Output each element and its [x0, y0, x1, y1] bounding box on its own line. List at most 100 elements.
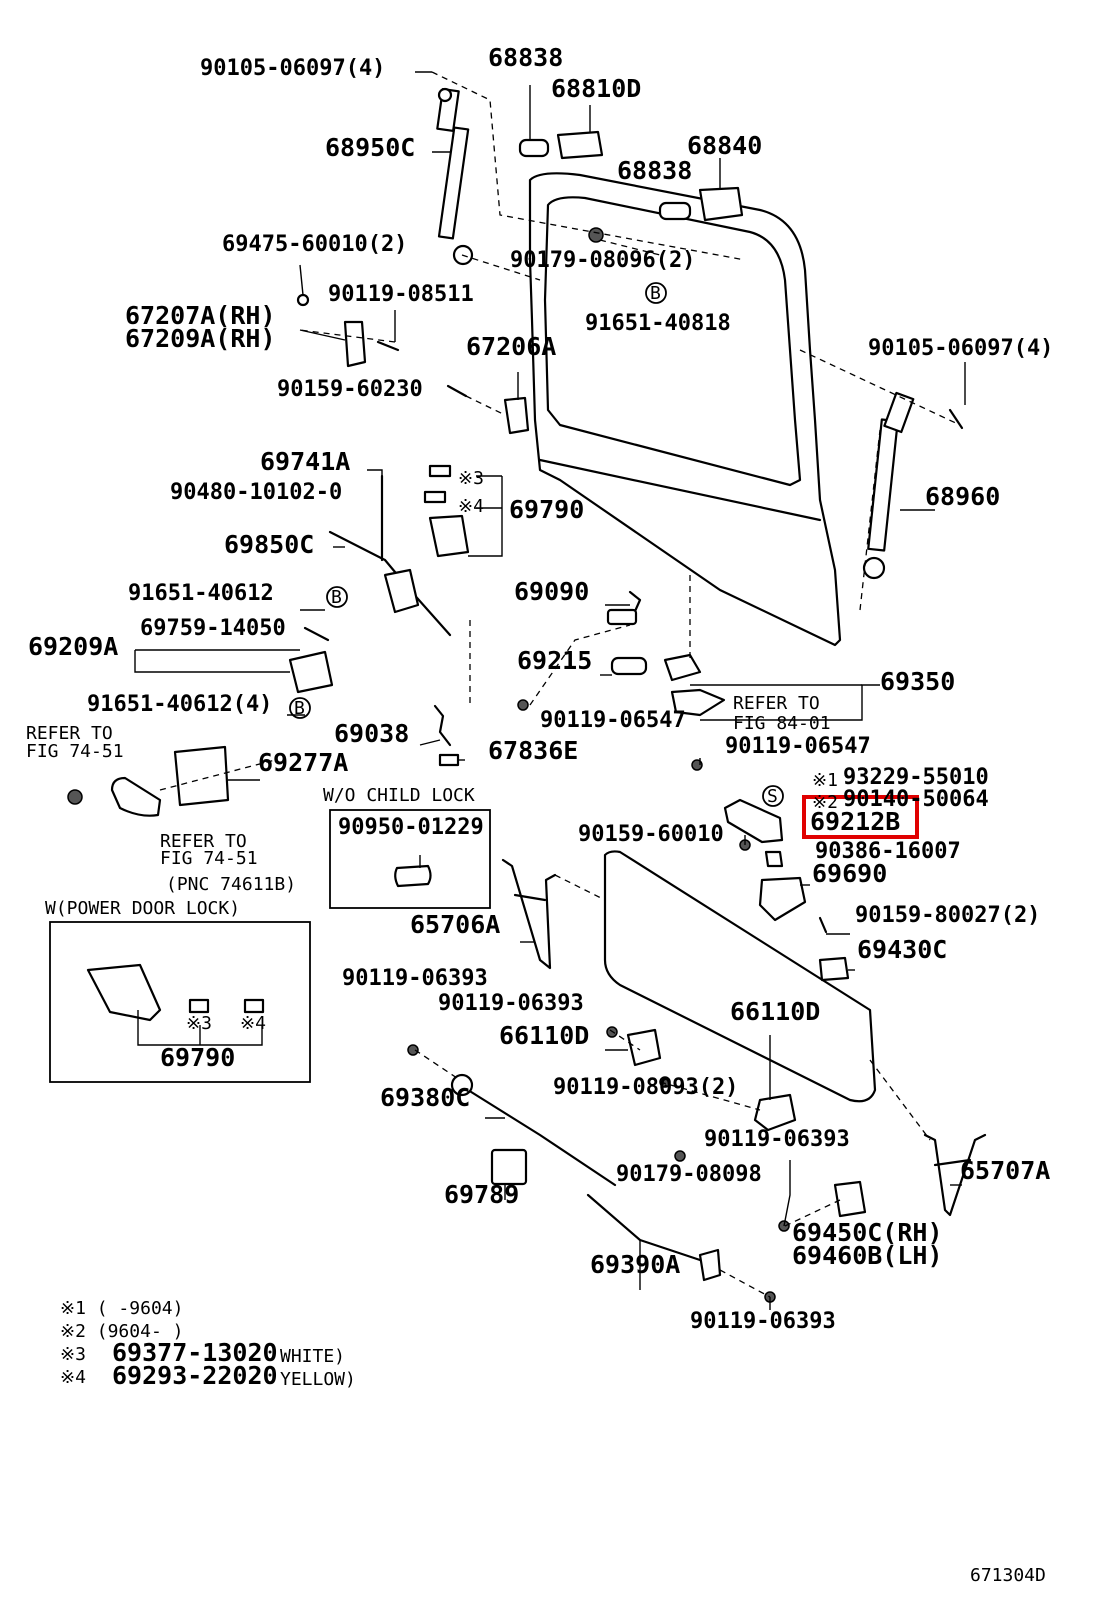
label-90119-06393-b: 90119-06393	[438, 991, 584, 1016]
cover-69215-b	[610, 656, 648, 676]
label-refer-84-line1: REFER TO	[733, 693, 820, 714]
b-marker-3-letter: B	[294, 698, 305, 719]
gas-stay-left	[436, 87, 474, 266]
b-marker-1	[645, 282, 667, 304]
screw-90159-80027	[818, 916, 828, 934]
hinge-68840	[698, 186, 744, 222]
label-69380c: 69380C	[380, 1083, 470, 1112]
s-marker-letter: S	[767, 786, 778, 807]
label-66110d-left: 66110D	[499, 1021, 589, 1050]
rod-69380c	[458, 1083, 617, 1187]
label-refer-74-line1: REFER TO	[26, 723, 113, 744]
b-marker-2-letter: B	[331, 587, 342, 608]
label-93229: 93229-55010	[843, 765, 989, 790]
hinge-69450c	[833, 1180, 867, 1218]
label-mark4-top: ※4	[458, 496, 484, 517]
bolt-90119-06393-c	[674, 1150, 686, 1162]
label-mark3-box: ※3	[186, 1013, 212, 1034]
footnote-2: ※2 (9604- )	[60, 1321, 183, 1342]
cam-mark3	[428, 464, 452, 478]
label-90119-06393-c: 90119-06393	[704, 1127, 850, 1152]
clip-67836e	[438, 753, 460, 767]
label-90119-06393-d: 90119-06393	[690, 1309, 836, 1334]
label-69741a: 69741A	[260, 447, 350, 476]
label-mark4-box: ※4	[240, 1013, 266, 1034]
label-69759: 69759-14050	[140, 616, 286, 641]
label-69038: 69038	[334, 719, 409, 748]
label-mark2: ※2	[812, 792, 838, 813]
dashed-alignment-lines	[159, 71, 961, 1298]
label-refer-74b-line1: REFER TO	[160, 831, 247, 852]
label-refer-84-line2: FIG 84-01	[733, 713, 831, 734]
label-90105-06097-right: 90105-06097(4)	[868, 336, 1053, 361]
label-w-power-door-lock: W(POWER DOOR LOCK)	[45, 898, 240, 919]
label-90159-60230: 90159-60230	[277, 377, 423, 402]
cover-69215-a	[606, 608, 638, 626]
back-door-lower-edge	[538, 458, 822, 522]
relay-69789	[490, 1148, 528, 1186]
b-marker-1-letter: B	[650, 283, 661, 304]
handle-bezel-69277a	[173, 745, 230, 807]
label-90480: 90480-10102-0	[170, 480, 342, 505]
door-check-65707a-arm	[933, 1158, 972, 1167]
label-90386: 90386-16007	[815, 839, 961, 864]
gas-stay-right	[862, 391, 915, 580]
label-69460b: 69460B(LH)	[792, 1241, 943, 1270]
bracket-67207a	[343, 320, 367, 368]
label-90159-80027: 90159-80027(2)	[855, 903, 1040, 928]
label-90119-08093: 90119-08093(2)	[553, 1075, 738, 1100]
cap-90950	[394, 864, 432, 888]
label-90119-06393-a: 90119-06393	[342, 966, 488, 991]
label-refer-74-line2: FIG 74-51	[26, 741, 124, 762]
rod-69380c-end	[450, 1073, 474, 1097]
label-65707a: 65707A	[960, 1156, 1050, 1185]
lock-69690	[758, 876, 807, 922]
bumper-67206a	[503, 396, 530, 435]
bolt-90179-08096	[588, 227, 604, 243]
latch-plate	[383, 568, 420, 614]
labels: 90105-06097(4) 68838 68810D 68950C 68840…	[26, 43, 1053, 1586]
footnote-4-mark: ※4	[60, 1367, 86, 1388]
cable-69759	[303, 626, 330, 642]
rod-69390a-end	[698, 1248, 722, 1282]
label-69277a: 69277A	[258, 748, 348, 777]
label-69090: 69090	[514, 577, 589, 606]
bolt-90119-06393-a	[407, 1044, 419, 1056]
cam-mark4-box	[243, 998, 265, 1014]
inside-handle	[110, 776, 162, 817]
hinge-plate-68838-mid	[658, 201, 692, 221]
bolt-90105-06097-right	[948, 408, 964, 430]
figure-number: 671304D	[970, 1565, 1046, 1586]
footnote-4-color: YELLOW)	[280, 1369, 356, 1390]
label-69390a: 69390A	[590, 1250, 680, 1279]
striker-69430c	[818, 956, 850, 982]
lock-69790-top	[428, 514, 470, 558]
label-67836e: 67836E	[488, 736, 578, 765]
label-69789: 69789	[444, 1180, 519, 1209]
control-69350-a	[663, 653, 702, 682]
child-lock-box	[329, 809, 491, 909]
label-pnc: (PNC 74611B)	[166, 874, 296, 895]
label-91651-40612: 91651-40612	[128, 581, 274, 606]
label-mark1: ※1	[812, 770, 838, 791]
label-mark3-top: ※3	[458, 468, 484, 489]
door-trim-panel	[603, 850, 877, 1103]
footnote-1: ※1 ( -9604)	[60, 1298, 183, 1319]
label-90119-08511: 90119-08511	[328, 282, 474, 307]
nut-69475	[296, 293, 310, 307]
screw-inside-handle	[67, 789, 83, 805]
control-69350-b	[670, 688, 726, 717]
drawings	[49, 71, 987, 1310]
label-68838-top: 68838	[488, 43, 563, 72]
label-90950: 90950-01229	[338, 815, 484, 840]
label-65706a: 65706A	[410, 910, 500, 939]
label-91651-40818: 91651-40818	[585, 311, 731, 336]
rod-69038	[433, 704, 452, 747]
hinge-66110d-left	[626, 1028, 662, 1067]
screw-90159-60230	[446, 384, 468, 398]
footnote-3-part: 69377-13020	[112, 1338, 278, 1367]
footnote-3-color: WHITE)	[280, 1346, 345, 1367]
footnote-3-mark: ※3	[60, 1344, 86, 1365]
label-refer-74b-line2: FIG 74-51	[160, 848, 258, 869]
hinge-68810d	[556, 130, 604, 160]
